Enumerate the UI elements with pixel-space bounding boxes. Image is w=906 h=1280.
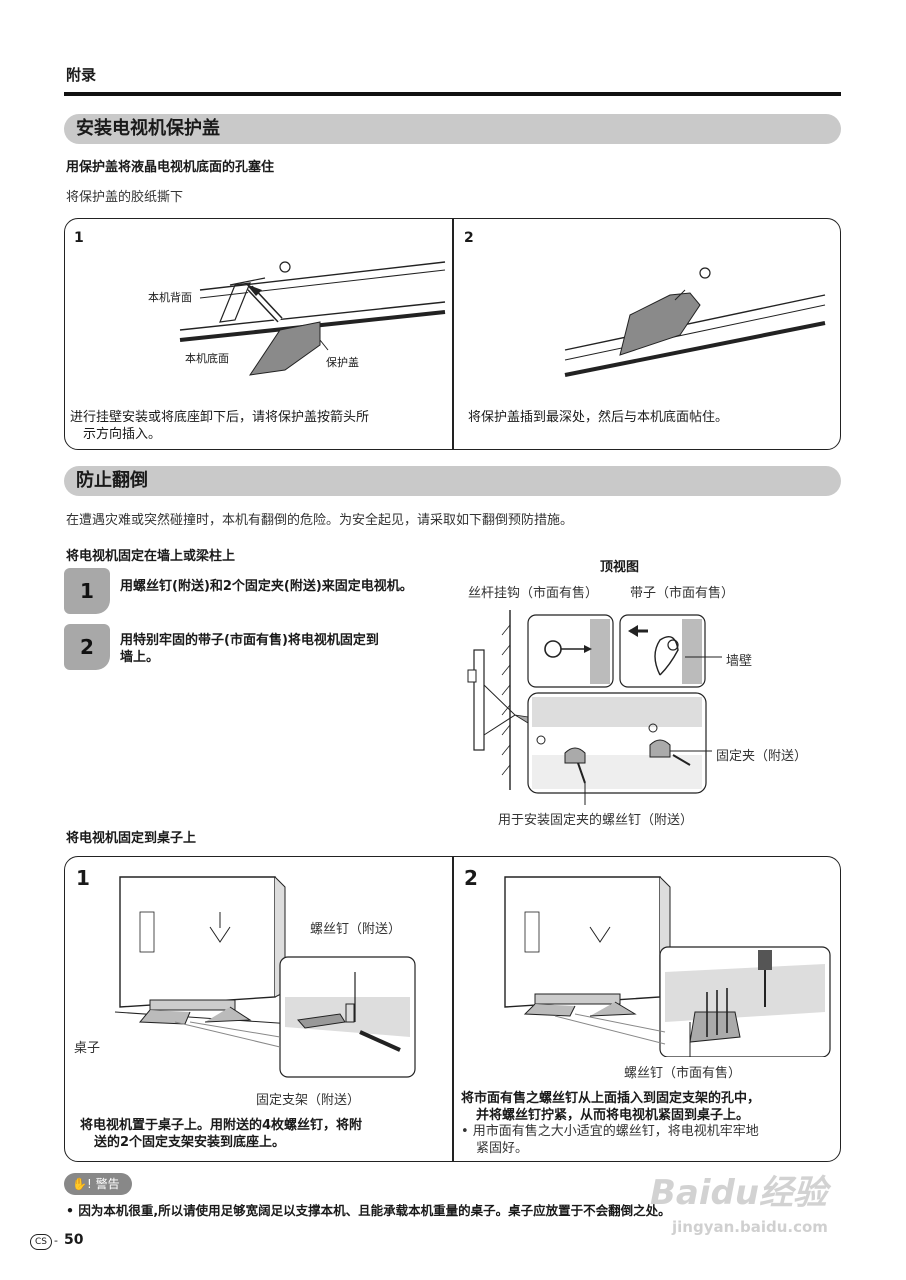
- desk-label-desk: 桌子: [74, 1041, 101, 1056]
- label-clip-screw: 用于安装固定夹的螺丝钉（附送）: [498, 813, 694, 828]
- wall-step1-badge: 1: [64, 568, 110, 614]
- desk-bracket-illustration: [114, 876, 416, 1078]
- label-cover: 保护盖: [326, 356, 359, 369]
- desk-label-bracket: 固定支架（附送）: [256, 1093, 361, 1108]
- section-title-cover: 安装电视机保护盖: [76, 118, 220, 139]
- section-bar-cover: [64, 114, 841, 144]
- cover-panel: [64, 218, 841, 450]
- cover-intro: 将保护盖的胶纸撕下: [66, 190, 184, 205]
- cover-attached-illustration: [564, 267, 826, 377]
- cover-step1-number: 1: [74, 230, 84, 246]
- cover-panel-divider: [452, 219, 454, 449]
- chapter-title: 附录: [66, 66, 97, 84]
- topview-diagram: [467, 610, 722, 805]
- warning-text: • 因为本机很重,所以请使用足够宽阔足以支撑本机、且能承载本机重量的桌子。桌子应…: [66, 1203, 671, 1218]
- desk-step2-caption-line1: 将市面有售之螺丝钉从上面插入到固定支架的孔中，: [461, 1091, 761, 1106]
- cover-step2-number: 2: [464, 230, 474, 246]
- page-number: 50: [64, 1232, 84, 1248]
- cover-step2-caption: 将保护盖插到最深处，然后与本机底面帖住。: [468, 410, 729, 425]
- cover-insert-illustration: [179, 261, 446, 376]
- warning-badge-label: 警告: [95, 1177, 120, 1191]
- desk-step1-caption-line2: 送的2个固定支架安装到底座上。: [94, 1135, 286, 1150]
- desk-step2-bullet-line2: 紧固好。: [476, 1141, 529, 1156]
- wall-heading: 将电视机固定在墙上或梁柱上: [66, 549, 236, 564]
- desk-panel-divider: [452, 857, 454, 1161]
- desk-panel: [64, 856, 841, 1162]
- watermark-brand: Baidu经验: [650, 1173, 828, 1213]
- desk2-label-screw: 螺丝钉（市面有售）: [624, 1066, 742, 1081]
- tip-intro: 在遭遇灾难或突然碰撞时，本机有翻倒的危险。为安全起见，请采取如下翻倒预防措施。: [66, 513, 574, 528]
- cover-subtitle: 用保护盖将液晶电视机底面的孔塞住: [66, 160, 275, 175]
- label-bottom: 本机底面: [185, 352, 229, 365]
- footer-dash: -: [54, 1234, 58, 1247]
- desk-step2-number: 2: [464, 866, 478, 890]
- watermark-url: jingyan.baidu.com: [672, 1218, 828, 1236]
- cover-step1-caption-line2: 示方向插入。: [83, 427, 162, 442]
- desk-step2-caption-line2: 并将螺丝钉拧紧，从而将电视机紧固到桌子上。: [476, 1108, 750, 1123]
- wall-step2-text-line2: 墙上。: [120, 650, 160, 665]
- desk-heading: 将电视机固定到桌子上: [66, 831, 197, 846]
- section-title-tip: 防止翻倒: [76, 470, 148, 491]
- topview-title: 顶视图: [600, 560, 640, 575]
- label-wall: 墙壁: [726, 654, 753, 669]
- desk-step1-number: 1: [76, 866, 90, 890]
- label-strap: 带子（市面有售）: [630, 586, 735, 601]
- hand-icon: ✋!: [72, 1177, 92, 1191]
- wall-step2-text-line1: 用特别牢固的带子(市面有售)将电视机固定到: [120, 633, 379, 648]
- label-back: 本机背面: [148, 291, 192, 304]
- desk-screw-illustration: [504, 876, 831, 1057]
- cover-step1-caption-line1: 进行挂壁安装或将底座卸下后，请将保护盖按箭头所: [70, 410, 370, 425]
- warning-badge: ✋! 警告: [64, 1173, 132, 1195]
- desk-step2-bullet-line1: • 用市面有售之大小适宜的螺丝钉，将电视机牢牢地: [461, 1124, 759, 1139]
- lang-badge: CS: [30, 1234, 52, 1250]
- section-bar-tip: [64, 466, 841, 496]
- chapter-rule: [64, 92, 841, 96]
- desk-step1-caption-line1: 将电视机置于桌子上。用附送的4枚螺丝钉，将附: [80, 1118, 363, 1133]
- wall-step2-badge: 2: [64, 624, 110, 670]
- wall-step1-text: 用螺丝钉(附送)和2个固定夹(附送)来固定电视机。: [120, 579, 413, 594]
- desk-label-screw: 螺丝钉（附送）: [310, 922, 402, 937]
- label-hook: 丝杆挂钩（市面有售）: [468, 586, 599, 601]
- label-clip: 固定夹（附送）: [716, 749, 808, 764]
